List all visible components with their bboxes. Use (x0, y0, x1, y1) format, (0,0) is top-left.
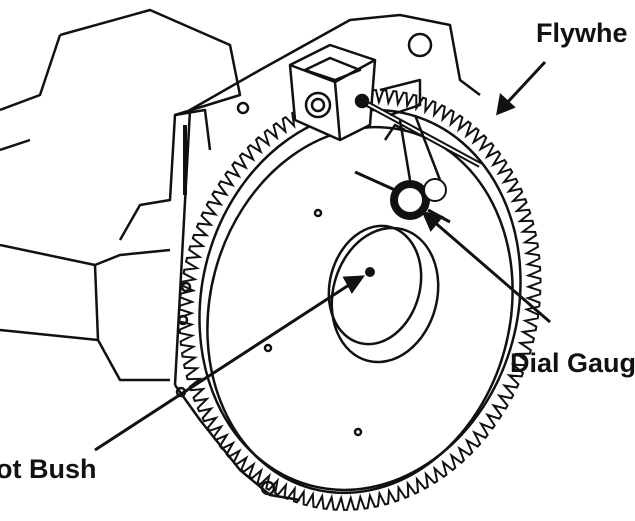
dial-gauge-leader-arrow (421, 210, 551, 324)
flywheel-inner-edge (198, 108, 522, 492)
pilot-bush-label: ot Bush (0, 454, 97, 484)
flywheel-ring-gear (178, 89, 542, 511)
dial-gauge-icon (354, 170, 451, 224)
leader-arrows (94, 60, 551, 452)
flywheel-hub (206, 125, 514, 495)
pilot-bush-leader-arrow (94, 275, 366, 452)
dial-gauge-label: Dial Gaug (510, 348, 635, 378)
bell-housing (173, 13, 481, 502)
engine-block (0, 8, 242, 382)
pilot-bush-center-dot (365, 267, 375, 277)
flywheel-leader-arrow (496, 60, 547, 116)
dial-gauge-assembly (288, 43, 482, 181)
flywheel-teeth (178, 89, 542, 511)
flywheel-label: Flywhe (536, 18, 628, 48)
